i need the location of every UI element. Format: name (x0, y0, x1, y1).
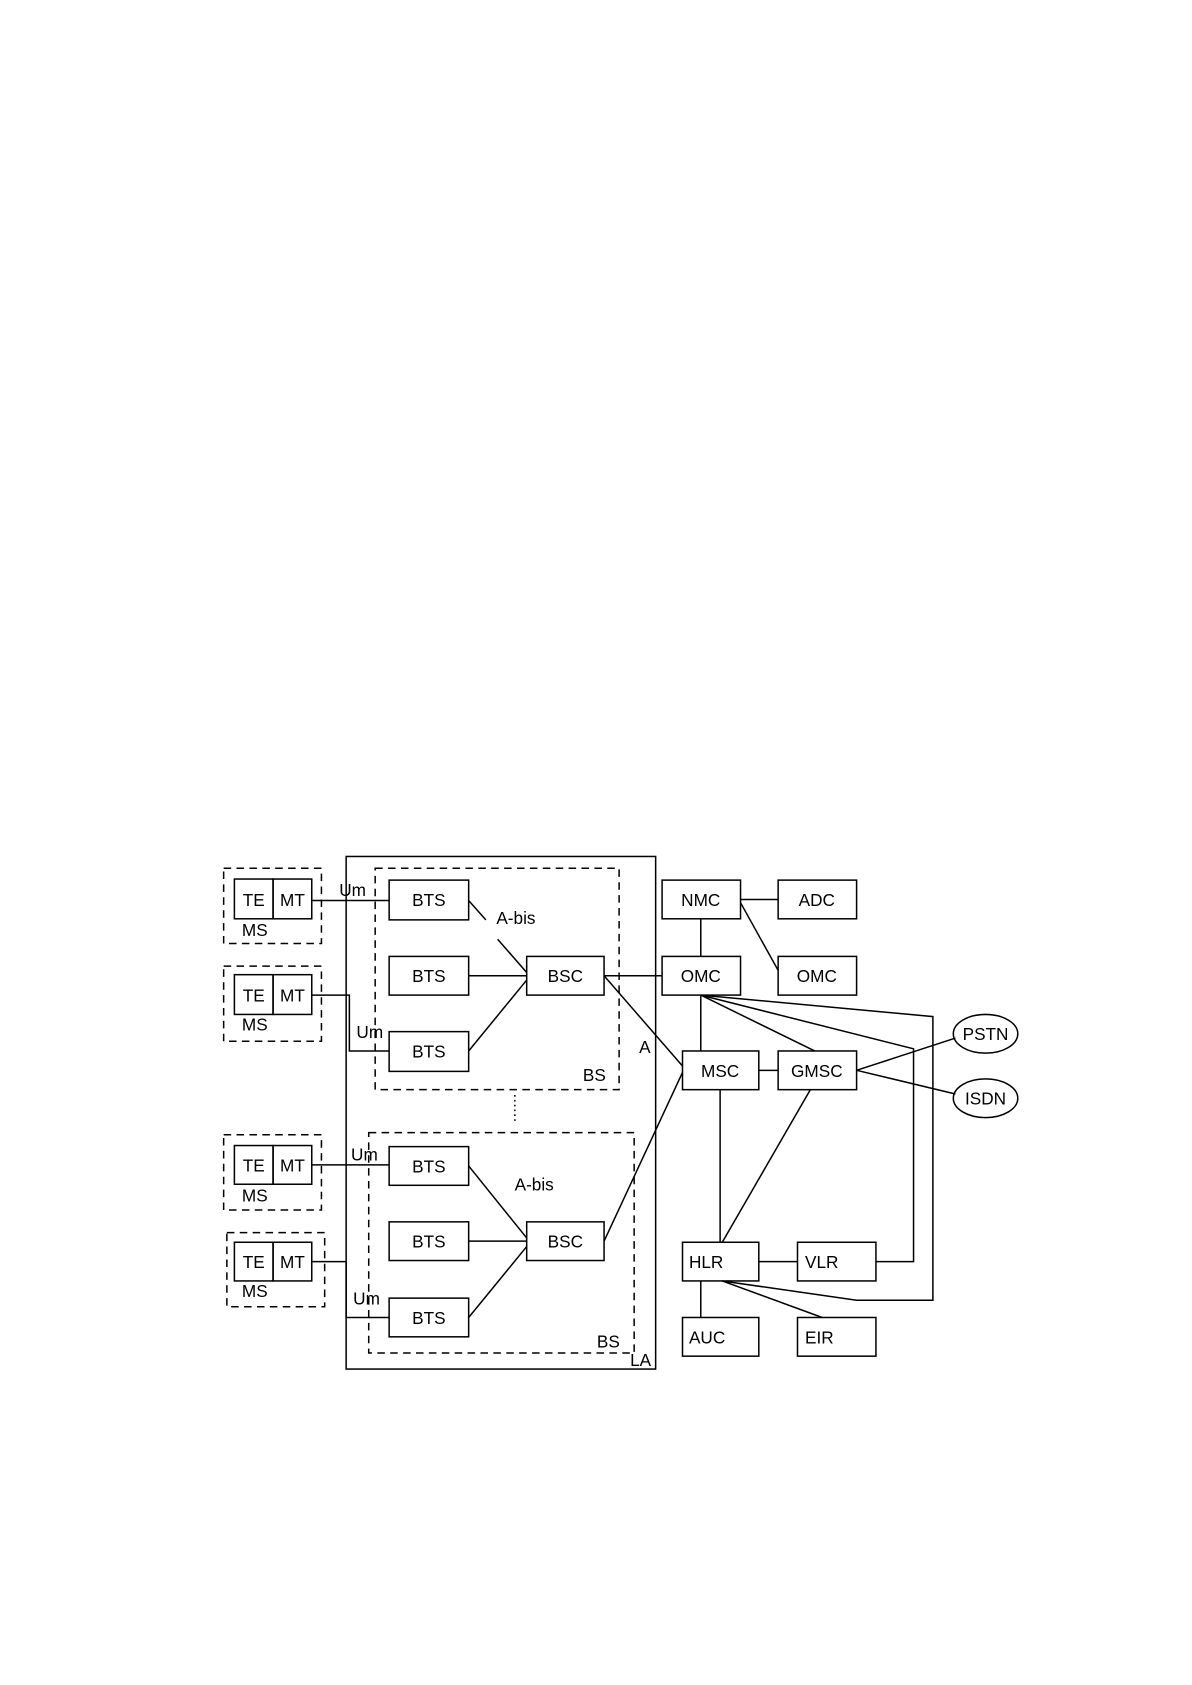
mt-label: MT (280, 890, 305, 910)
link-omc-vlr (701, 995, 914, 1262)
link-hlr-eir (722, 1281, 822, 1318)
gmsc-label: GMSC (791, 1061, 843, 1081)
ms-label: MS (242, 1185, 268, 1205)
bts-label: BTS (412, 1156, 445, 1176)
mt-label: MT (280, 1252, 305, 1272)
bts-label: BTS (412, 966, 445, 986)
hlr-label: HLR (689, 1252, 723, 1272)
abis-link (469, 1247, 527, 1318)
link-gmsc-pstn (857, 1038, 956, 1070)
ms-label: MS (242, 1015, 268, 1035)
eir-label: EIR (805, 1327, 834, 1347)
bts-label: BTS (412, 1041, 445, 1061)
mt-label: MT (280, 986, 305, 1006)
omc-main-label: OMC (681, 966, 721, 986)
abis-label: A-bis (496, 908, 535, 928)
ms-label: MS (242, 920, 268, 940)
link-gmsc-hlr (722, 1090, 810, 1243)
adc-label: ADC (799, 890, 835, 910)
pstn-label: PSTN (963, 1024, 1009, 1044)
te-label: TE (243, 1252, 265, 1272)
bsc-label: BSC (548, 966, 583, 986)
bs-label: BS (597, 1332, 620, 1352)
link-bsc2-msc (604, 1072, 682, 1241)
um-label: Um (351, 1145, 378, 1165)
location-area-boundary (346, 856, 655, 1369)
um-label: Um (356, 1022, 383, 1042)
abis-label: A-bis (515, 1175, 554, 1195)
bs-label: BS (583, 1065, 606, 1085)
ms-label: MS (242, 1281, 268, 1301)
te-label: TE (243, 890, 265, 910)
abis-link (469, 980, 527, 1051)
te-label: TE (243, 1155, 265, 1175)
a-interface-label: A (639, 1037, 651, 1057)
diagram-shapes (224, 856, 1018, 1369)
bts-label: BTS (412, 1232, 445, 1252)
location-area-label: LA (630, 1350, 652, 1370)
bsc-label: BSC (548, 1232, 583, 1252)
auc-label: AUC (689, 1327, 725, 1347)
base-station-system-2 (369, 1133, 634, 1353)
omc-secondary-label: OMC (797, 966, 837, 986)
um-label: Um (353, 1289, 380, 1309)
bts-label: BTS (412, 1308, 445, 1328)
mt-label: MT (280, 1155, 305, 1175)
bts-label: BTS (412, 890, 445, 910)
link-nmc-omc-secondary (741, 903, 779, 971)
te-label: TE (243, 986, 265, 1006)
um-label: Um (339, 880, 366, 900)
diagram-labels: TE MT MS Um TE MT MS Um TE MT MS Um TE M… (242, 880, 1009, 1370)
msc-label: MSC (701, 1061, 739, 1081)
vlr-label: VLR (805, 1252, 838, 1272)
bs-boundary (369, 1133, 634, 1353)
link-gmsc-isdn (857, 1070, 956, 1094)
nmc-label: NMC (681, 890, 720, 910)
isdn-label: ISDN (965, 1089, 1006, 1109)
